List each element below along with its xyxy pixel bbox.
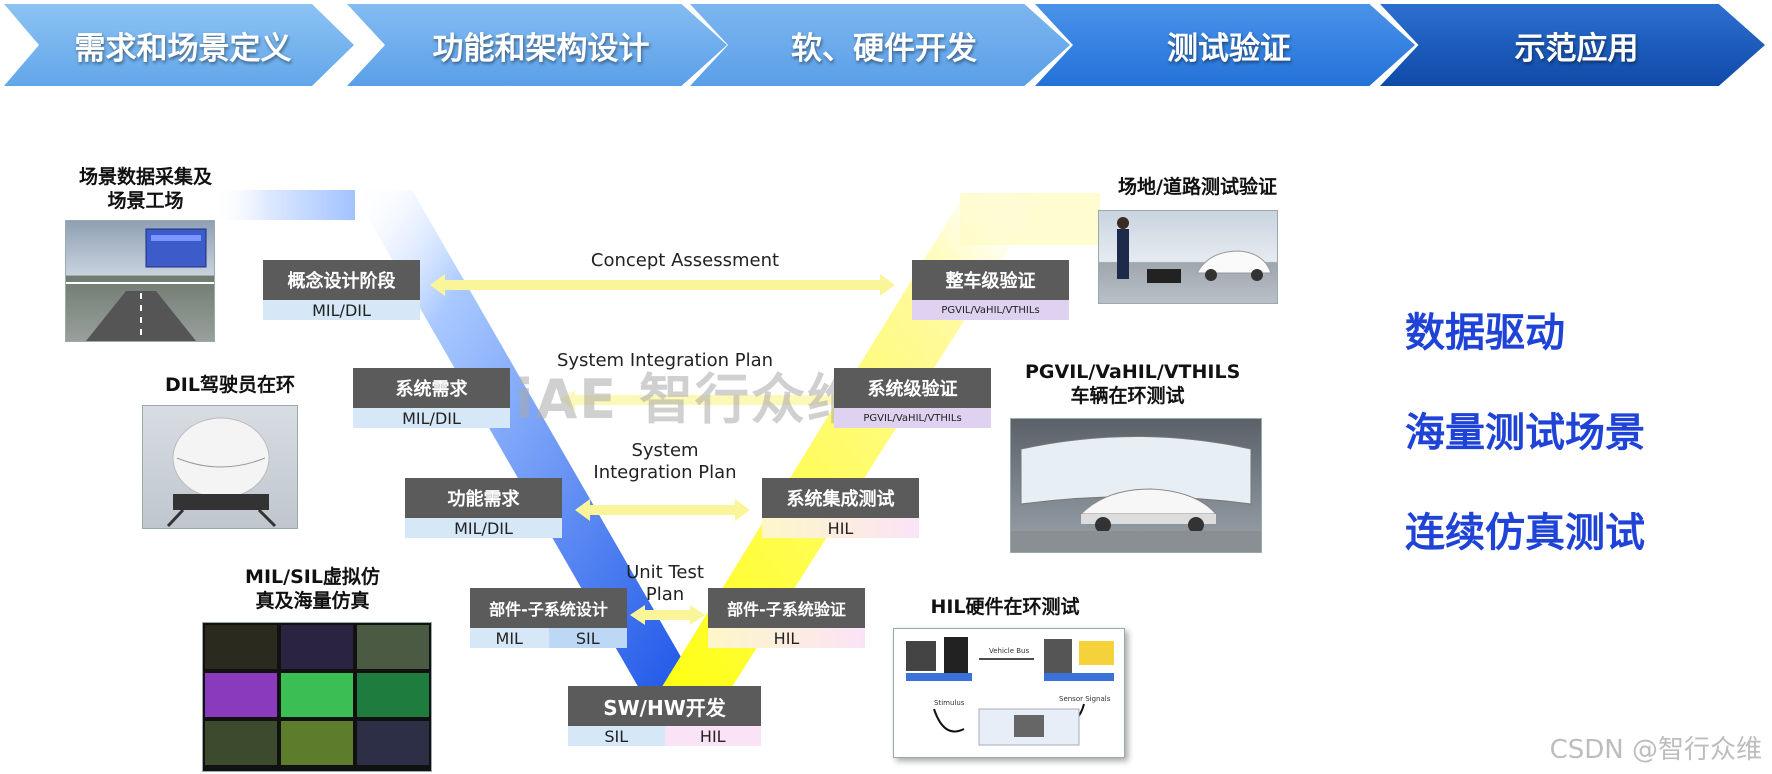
hil-sensor-text: Sensor Signals bbox=[1059, 695, 1111, 703]
scene-data-art bbox=[66, 221, 214, 341]
label-vehicle-in-loop: PGVIL/VaHIL/VTHILS车辆在环测试 bbox=[1025, 360, 1230, 408]
box-title: SW/HW开发 bbox=[568, 686, 761, 726]
box-sub: HIL bbox=[708, 628, 865, 648]
label-dil: DIL驾驶员在环 bbox=[150, 373, 310, 397]
box-swhw-dev: SW/HW开发 SIL HIL bbox=[568, 686, 761, 746]
box-title: 系统级验证 bbox=[834, 368, 991, 408]
field-test-photo bbox=[1098, 210, 1278, 304]
box-sub: HIL bbox=[762, 518, 919, 538]
box-vehicle-verify: 整车级验证 PGVIL/VaHIL/VTHILs bbox=[912, 260, 1069, 320]
arrow-label-unit: Unit Test Plan bbox=[625, 562, 705, 606]
csdn-credit: CSDN @智行众维 bbox=[1550, 729, 1762, 766]
box-system-verify: 系统级验证 PGVIL/VaHIL/VTHILs bbox=[834, 368, 991, 428]
box-sub: SIL bbox=[549, 628, 628, 648]
arrow-label-system: System Integration Plan bbox=[540, 350, 790, 372]
scene-data-photo bbox=[65, 220, 215, 342]
box-sub: PGVIL/VaHIL/VTHILs bbox=[912, 300, 1069, 320]
hil-vehicle-bus-text: Vehicle Bus bbox=[989, 647, 1029, 655]
box-component-design: 部件-子系统设计 MIL SIL bbox=[470, 588, 627, 648]
hil-art: Vehicle Bus Stimulus Sensor Signals bbox=[894, 629, 1124, 757]
box-sub: HIL bbox=[665, 726, 762, 746]
arrow-label-concept: Concept Assessment bbox=[560, 250, 810, 272]
dil-simulator-photo bbox=[142, 405, 298, 529]
arrow-integration bbox=[575, 499, 750, 521]
box-title: 概念设计阶段 bbox=[263, 260, 420, 300]
box-title: 系统集成测试 bbox=[762, 478, 919, 518]
box-sub: MIL/DIL bbox=[353, 408, 510, 428]
box-sub: SIL bbox=[568, 726, 665, 746]
box-function-req: 功能需求 MIL/DIL bbox=[405, 478, 562, 538]
label-mil-sil: MIL/SIL虚拟仿真及海量仿真 bbox=[240, 565, 385, 613]
keyword-continuous-sim: 连续仿真测试 bbox=[1405, 500, 1645, 558]
arrow-unit bbox=[630, 605, 705, 625]
box-title: 系统需求 bbox=[353, 368, 510, 408]
box-sub: PGVIL/VaHIL/VTHILs bbox=[834, 408, 991, 428]
mil-sil-grid-art bbox=[203, 623, 431, 771]
box-sub: MIL/DIL bbox=[405, 518, 562, 538]
box-title: 功能需求 bbox=[405, 478, 562, 518]
keyword-data-driven: 数据驱动 bbox=[1405, 300, 1565, 358]
box-title: 部件-子系统验证 bbox=[708, 588, 865, 628]
box-title: 部件-子系统设计 bbox=[470, 588, 627, 628]
box-concept-design: 概念设计阶段 MIL/DIL bbox=[263, 260, 420, 320]
arrow-label-integration: System Integration Plan bbox=[580, 440, 750, 484]
vehicle-in-loop-photo bbox=[1010, 418, 1262, 553]
label-hil: HIL硬件在环测试 bbox=[920, 595, 1090, 619]
mil-sil-grid-photo bbox=[202, 622, 432, 772]
field-test-art bbox=[1099, 211, 1277, 303]
vehicle-in-loop-art bbox=[1011, 419, 1261, 552]
left-band-tail bbox=[210, 190, 355, 220]
box-title: 整车级验证 bbox=[912, 260, 1069, 300]
box-sub: MIL bbox=[470, 628, 549, 648]
keyword-massive-scenarios: 海量测试场景 bbox=[1405, 400, 1645, 458]
dil-simulator-art bbox=[143, 406, 297, 528]
box-system-req: 系统需求 MIL/DIL bbox=[353, 368, 510, 428]
hil-stimulus-text: Stimulus bbox=[934, 699, 965, 707]
label-scene-data: 场景数据采集及场景工场 bbox=[78, 165, 213, 213]
box-sub: MIL/DIL bbox=[263, 300, 420, 320]
hil-photo: Vehicle Bus Stimulus Sensor Signals bbox=[893, 628, 1125, 758]
label-field-test: 场地/道路测试验证 bbox=[1105, 175, 1290, 199]
box-component-verify: 部件-子系统验证 HIL bbox=[708, 588, 865, 648]
box-integration-test: 系统集成测试 HIL bbox=[762, 478, 919, 538]
arrow-concept bbox=[430, 274, 895, 296]
